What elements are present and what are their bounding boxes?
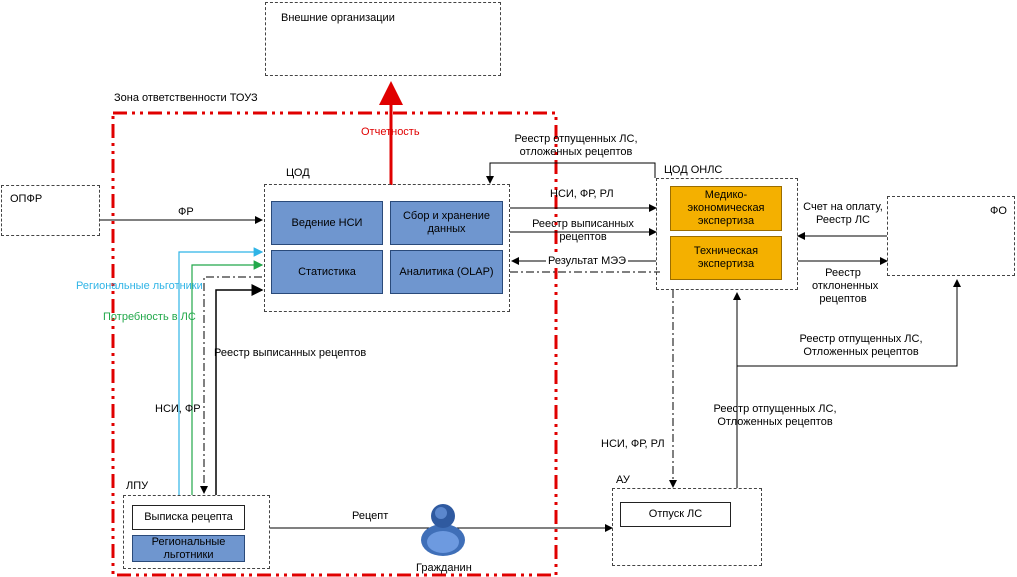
- prescription-block: Выписка рецепта: [132, 505, 245, 530]
- olap-block: Аналитика (OLAP): [390, 250, 503, 294]
- lpu-label: ЛПУ: [126, 480, 149, 492]
- regional-beneficiaries-label: Региональные льготники: [76, 280, 203, 292]
- cod-frame: [264, 184, 510, 312]
- dispense-block: Отпуск ЛС: [620, 502, 731, 527]
- reg-issued-label: Реестр выписанных рецептов: [532, 218, 634, 243]
- external-orgs-frame: [265, 2, 501, 76]
- external-orgs-label: Внешние организации: [281, 12, 395, 24]
- reg-dispensed-top-label: Реестр отпущенных ЛС, отложенных рецепто…: [514, 133, 638, 158]
- zone-label: Зона ответственности ТОУЗ: [114, 92, 258, 104]
- rejected-label: Реестр отклоненных рецептов: [812, 267, 879, 305]
- nsi-fr-left-label: НСИ, ФР: [155, 403, 201, 415]
- citizen-icon: [421, 504, 465, 556]
- tech-block: Техническая экспертиза: [670, 236, 782, 280]
- fo-label: ФО: [990, 205, 1007, 217]
- stats-block: Статистика: [271, 250, 383, 294]
- cod-onls-frame: [656, 178, 798, 290]
- fr-label: ФР: [178, 206, 194, 218]
- invoice-label: Счет на оплату, Реестр ЛС: [803, 201, 883, 226]
- cod-onls-label: ЦОД ОНЛС: [664, 164, 723, 176]
- reg-dispensed-fo-label: Реестр отпущенных ЛС, Отложенных рецепто…: [799, 333, 923, 358]
- regional-block: Региональные льготники: [132, 535, 245, 562]
- reporting-label: Отчетность: [361, 126, 420, 138]
- medeco-block: Медико-экономическая экспертиза: [670, 186, 782, 231]
- nsi-block: Ведение НСИ: [271, 201, 383, 245]
- responsibility-zone: [111, 111, 558, 577]
- opfr-label: ОПФР: [10, 193, 43, 205]
- recipe-label: Рецепт: [352, 510, 389, 522]
- nsi-fr-rl-label: НСИ, ФР, РЛ: [550, 188, 614, 200]
- reg-issued-left-label: Реестр выписанных рецептов: [214, 347, 367, 359]
- need-ls-label: Потребность в ЛС: [103, 311, 196, 323]
- au-frame: [612, 488, 762, 566]
- au-label: АУ: [616, 474, 630, 486]
- nsi-fr-rl-au-label: НСИ, ФР, РЛ: [601, 438, 665, 450]
- reg-dispensed-au-label: Реестр отпущенных ЛС, Отложенных рецепто…: [713, 403, 837, 428]
- lpu-frame: [123, 495, 270, 569]
- cod-label: ЦОД: [286, 167, 310, 179]
- collect-block: Сбор и хранение данных: [390, 201, 503, 245]
- fo-frame: [887, 196, 1015, 276]
- opfr-frame: [1, 185, 100, 236]
- mee-result-label: Результат МЭЭ: [546, 255, 629, 268]
- citizen-label: Гражданин: [416, 562, 472, 574]
